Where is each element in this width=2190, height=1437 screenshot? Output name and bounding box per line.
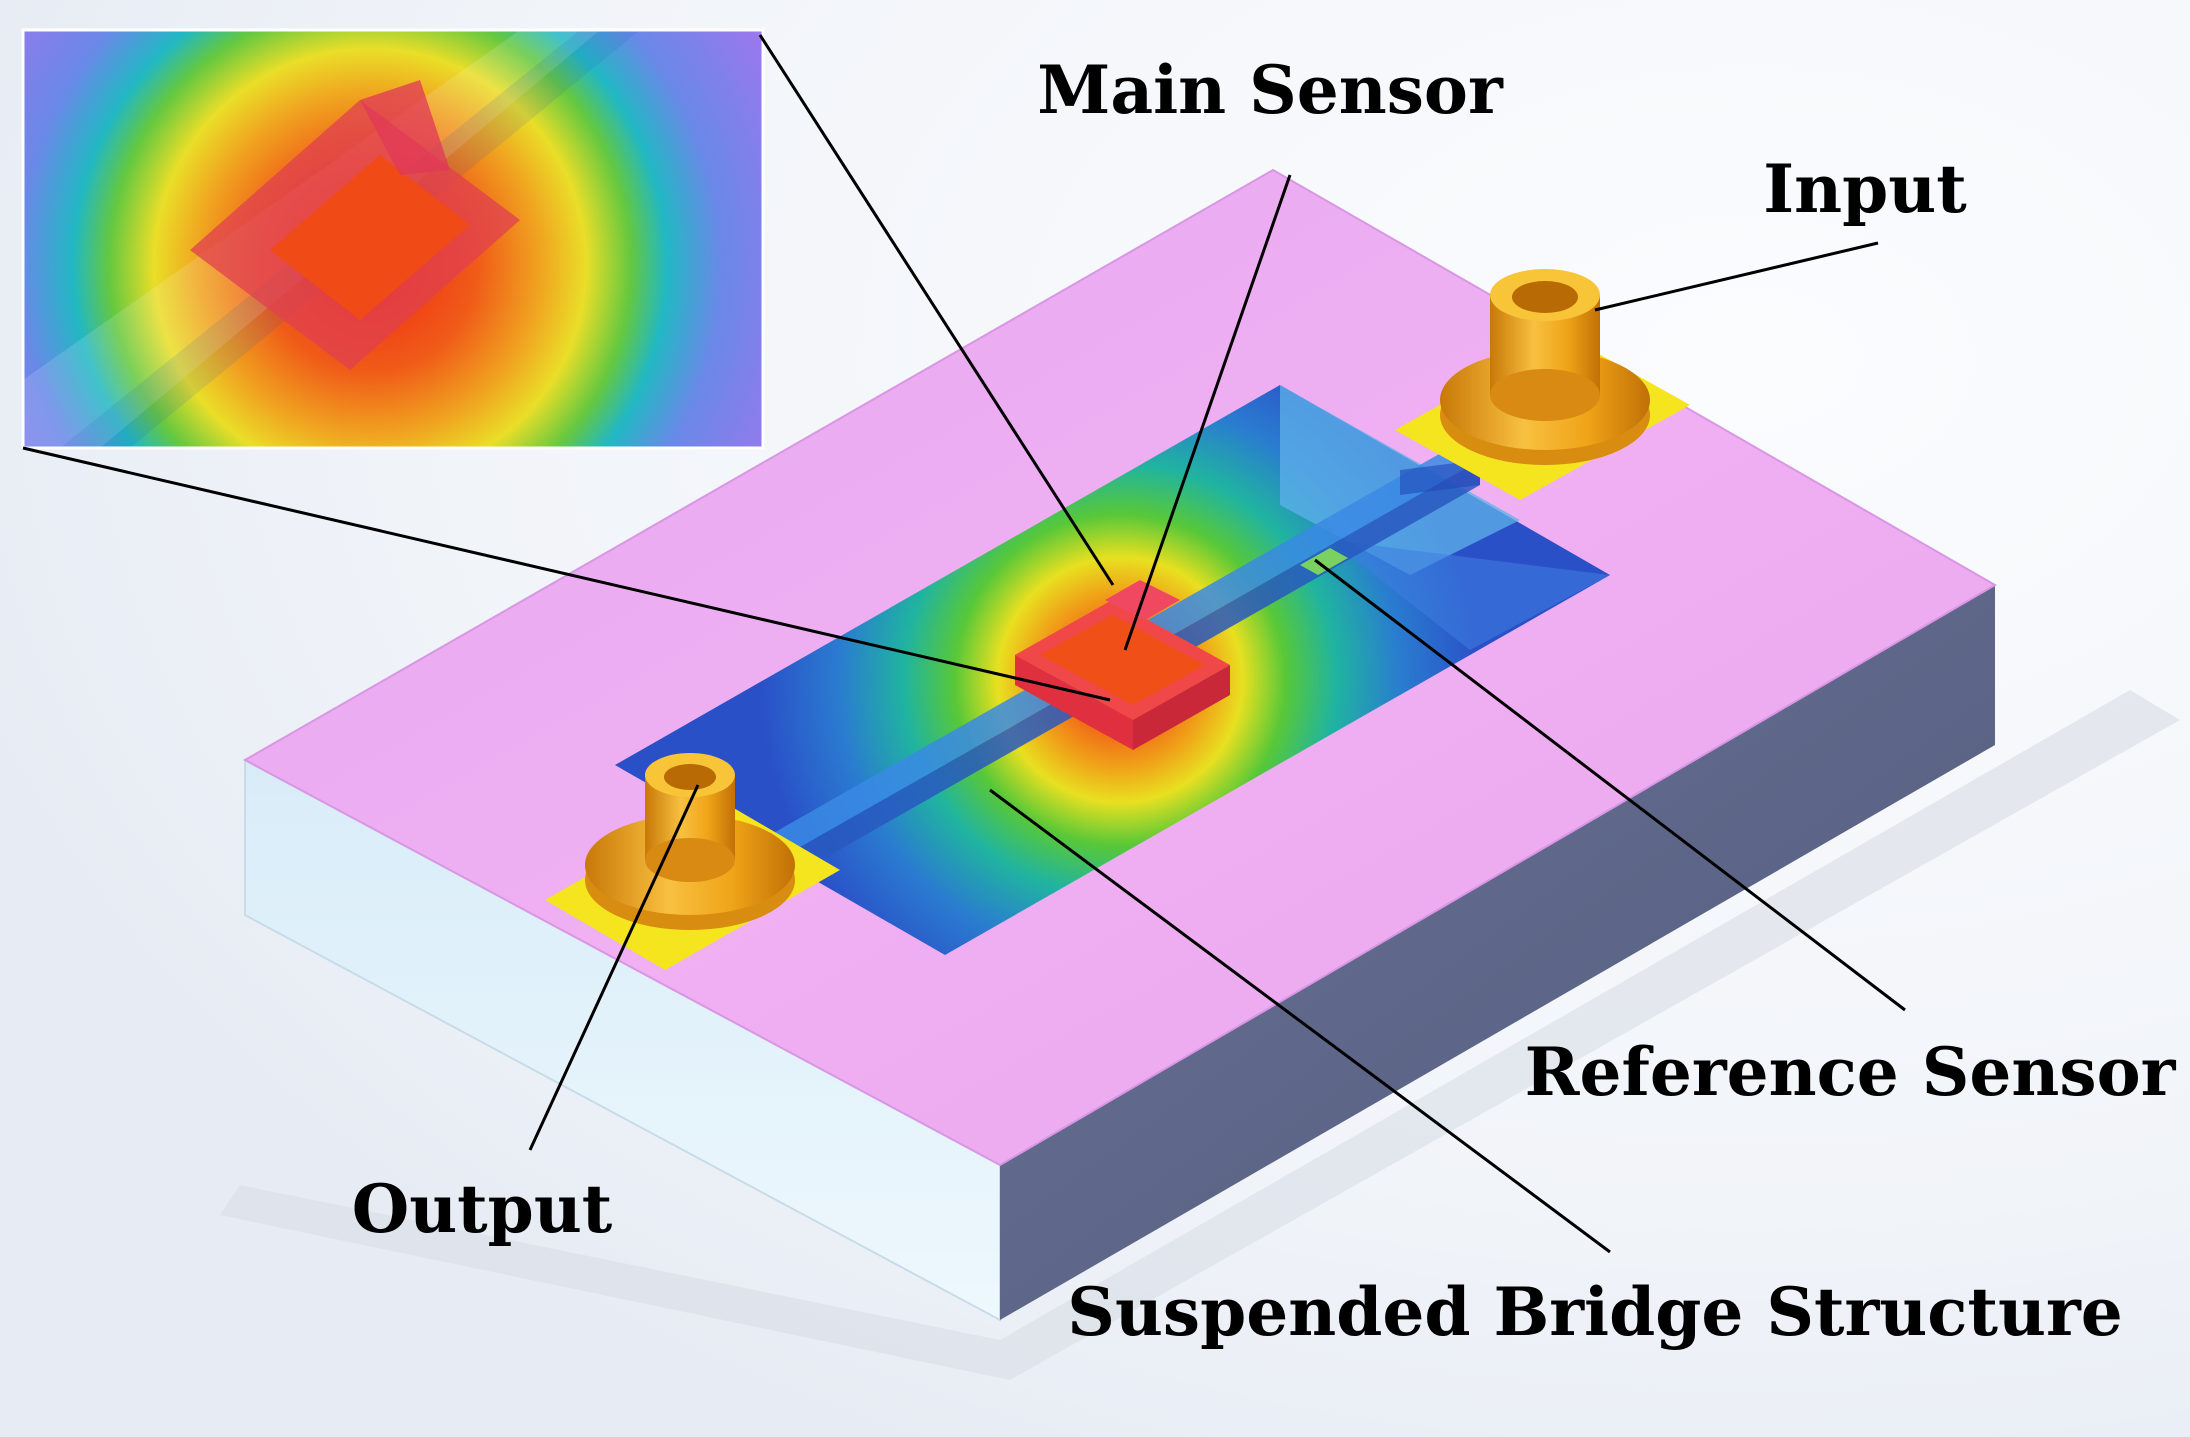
leader-main-sensor: [1123, 174, 1292, 651]
sensor-heater: [1040, 615, 1205, 705]
output-connector: [545, 753, 840, 970]
label-main-sensor: Main Sensor: [1037, 51, 1504, 129]
input-barrel-base: [1490, 369, 1600, 421]
input-connector: [1395, 269, 1690, 500]
leader-inset-bottom: [22, 446, 1111, 702]
leader-lines: [22, 34, 1906, 1254]
bridge-end: [1400, 460, 1480, 495]
leader-reference-sensor: [1314, 558, 1906, 1012]
output-bore: [664, 764, 716, 790]
leader-suspended-bridge: [989, 788, 1611, 1254]
inset-sensor-heater: [270, 155, 470, 320]
reference-sensor-block: [1300, 548, 1348, 575]
label-suspended-bridge: Suspended Bridge Structure: [1067, 1273, 2122, 1351]
main-sensor-block: [1015, 580, 1230, 750]
leader-input: [1594, 241, 1879, 312]
output-barrel-base: [645, 838, 735, 882]
leader-inset-top: [758, 34, 1115, 586]
chip-shadow: [220, 690, 2180, 1380]
label-output: Output: [352, 1170, 613, 1248]
leader-output: [528, 784, 700, 1151]
label-reference-sensor: Reference Sensor: [1525, 1033, 2177, 1111]
sensor-side-frame: [1133, 665, 1230, 750]
chip-side-face: [1000, 585, 1995, 1320]
inset-sensor-tab: [360, 80, 450, 175]
inset-border: [21, 28, 765, 450]
magnified-inset: [21, 28, 765, 450]
sensor-front-frame: [1015, 655, 1133, 750]
label-input: Input: [1763, 150, 1967, 228]
cavity-right-floor: [1330, 540, 1610, 650]
input-bore: [1512, 281, 1578, 313]
